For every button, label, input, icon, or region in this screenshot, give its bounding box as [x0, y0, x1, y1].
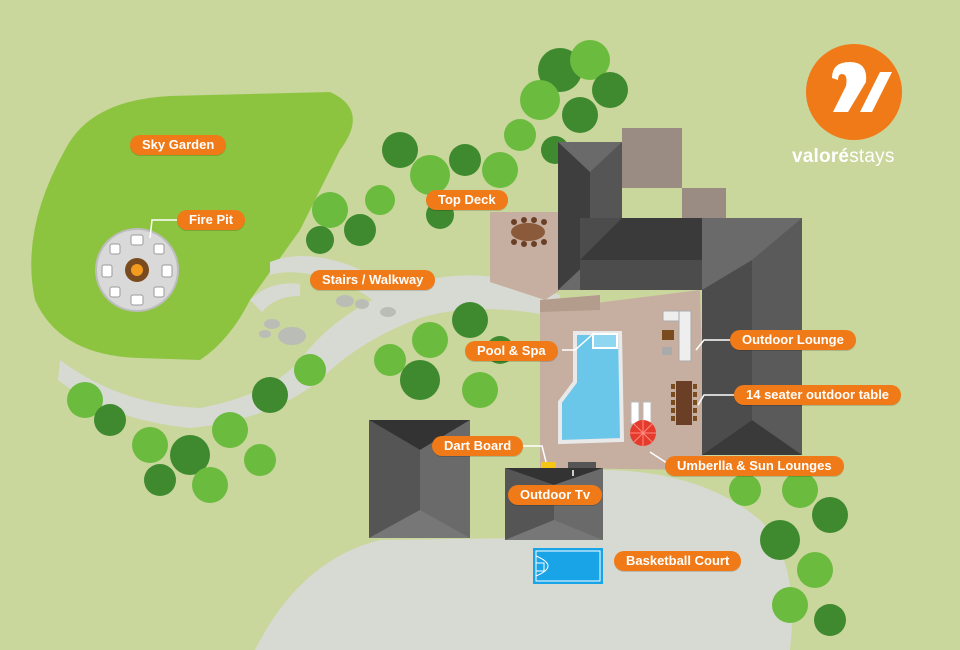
pool-deck-edge	[540, 295, 600, 312]
lower-driveway	[255, 470, 792, 650]
top-deck-table	[511, 217, 547, 247]
label-stairs-walkway[interactable]: Stairs / Walkway	[310, 270, 436, 290]
dart-board-marker	[541, 462, 556, 468]
outdoor-table	[671, 381, 697, 425]
label-umbrella-sun-lounges[interactable]: Umberlla & Sun Lounges	[665, 456, 844, 476]
outdoor-tv-marker	[568, 462, 596, 468]
brand-wordmark: valoréstays	[792, 146, 895, 168]
stairs-path	[270, 256, 400, 306]
umbrella	[630, 420, 656, 446]
trees-top	[504, 40, 628, 164]
label-top-deck[interactable]: Top Deck	[426, 190, 508, 210]
trees-middle	[306, 132, 518, 254]
label-outdoor-table[interactable]: 14 seater outdoor table	[734, 385, 902, 405]
brand-name-part1: valoré	[792, 146, 850, 167]
basketball-court	[533, 548, 603, 584]
trees-pool-side	[374, 302, 514, 408]
label-basketball-court[interactable]: Basketball Court	[614, 551, 742, 571]
walkway-path	[58, 275, 560, 428]
garden-path	[250, 283, 300, 312]
label-pool-spa[interactable]: Pool & Spa	[465, 341, 558, 361]
label-dart-board[interactable]: Dart Board	[432, 436, 524, 456]
trees-left	[67, 354, 326, 503]
brand-name-part2: stays	[849, 146, 895, 167]
label-sky-garden[interactable]: Sky Garden	[130, 135, 227, 155]
stepping-stones	[259, 295, 396, 345]
label-fire-pit[interactable]: Fire Pit	[177, 210, 246, 230]
spa	[592, 333, 618, 349]
outdoor-lounge-furniture	[662, 310, 692, 362]
label-outdoor-tv[interactable]: Outdoor Tv	[508, 485, 603, 505]
trees-right	[729, 472, 848, 636]
main-house-roof	[558, 128, 802, 455]
pool	[558, 331, 625, 445]
fire-pit	[95, 228, 179, 312]
label-outdoor-lounge[interactable]: Outdoor Lounge	[730, 330, 856, 350]
valore-logo-icon	[806, 44, 902, 140]
